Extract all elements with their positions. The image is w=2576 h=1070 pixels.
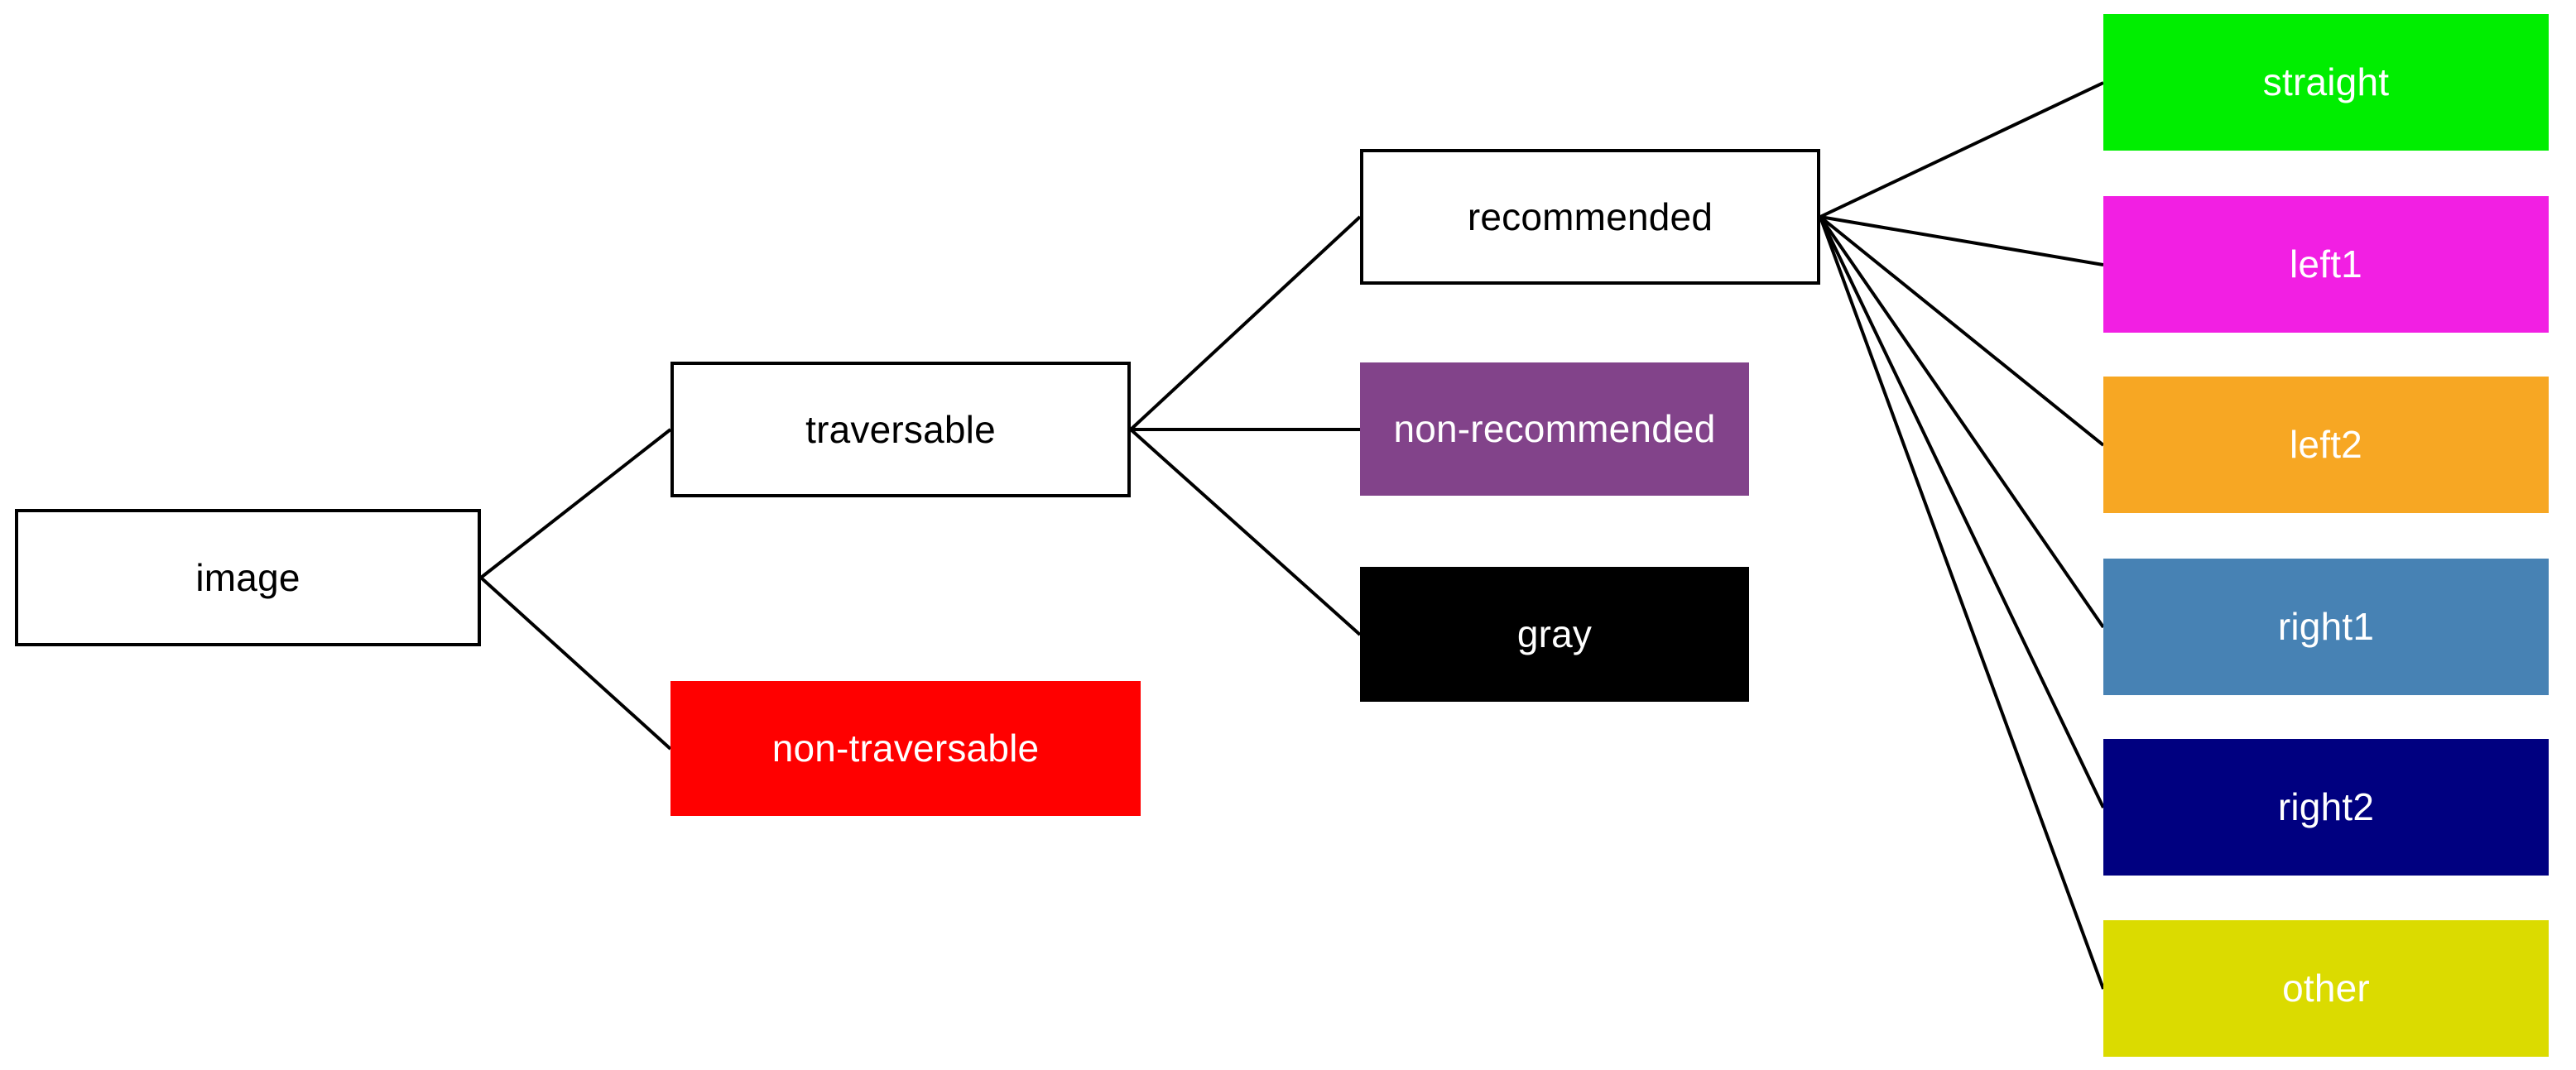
edge-image-to-non-traversable [479,576,672,751]
edge-traversable-to-gray [1129,428,1362,636]
node-right1[interactable]: right1 [2103,559,2549,695]
node-straight[interactable]: straight [2103,14,2549,151]
node-label-right2: right2 [2277,785,2375,829]
edge-recommended-to-other [1819,216,2105,990]
node-label-straight: straight [2262,60,2390,104]
edge-recommended-to-left2 [1819,215,2105,447]
node-label-traversable: traversable [805,407,996,451]
node-recommended[interactable]: recommended [1360,149,1820,285]
node-non-recommended[interactable]: non-recommended [1360,362,1749,496]
edge-traversable-to-recommended [1129,215,1362,431]
node-label-left2: left2 [2290,423,2362,467]
node-gray[interactable]: gray [1360,567,1749,702]
edge-recommended-to-straight [1819,81,2104,218]
node-left1[interactable]: left1 [2103,196,2549,333]
edge-image-to-traversable [479,428,672,579]
node-label-recommended: recommended [1467,194,1713,238]
node-left2[interactable]: left2 [2103,377,2549,513]
edge-recommended-to-right1 [1819,215,2105,629]
node-traversable[interactable]: traversable [670,362,1131,497]
edge-recommended-to-right2 [1819,216,2105,808]
node-label-other: other [2282,967,2370,1010]
node-label-right1: right1 [2277,605,2375,649]
node-label-left1: left1 [2290,242,2362,286]
node-label-non-traversable: non-traversable [771,727,1040,770]
edge-recommended-to-left1 [1819,215,2104,266]
node-other[interactable]: other [2103,920,2549,1057]
node-label-image: image [195,555,300,599]
node-label-gray: gray [1516,612,1593,656]
node-right2[interactable]: right2 [2103,739,2549,876]
node-non-traversable[interactable]: non-traversable [670,681,1141,816]
node-image[interactable]: image [15,509,481,646]
node-label-non-recommended: non-recommended [1393,407,1716,451]
